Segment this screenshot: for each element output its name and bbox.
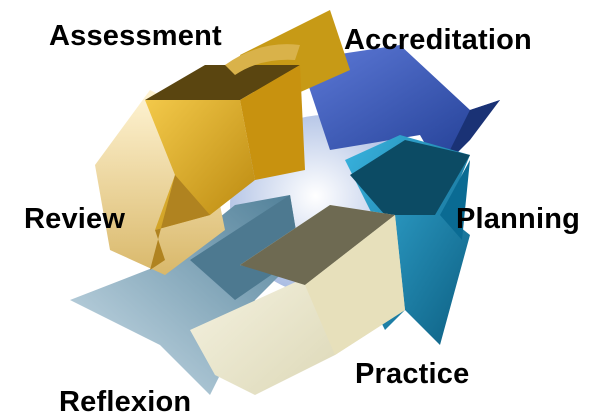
top-swirl — [225, 44, 300, 75]
assessment-arrow — [145, 65, 305, 270]
label-planning: Planning — [456, 203, 581, 235]
label-accreditation: Accreditation — [344, 24, 532, 56]
label-review: Review — [24, 203, 126, 235]
label-reflexion: Reflexion — [59, 386, 192, 418]
label-practice: Practice — [355, 358, 470, 390]
label-assessment: Assessment — [49, 20, 222, 52]
practice-arrow — [190, 205, 405, 395]
